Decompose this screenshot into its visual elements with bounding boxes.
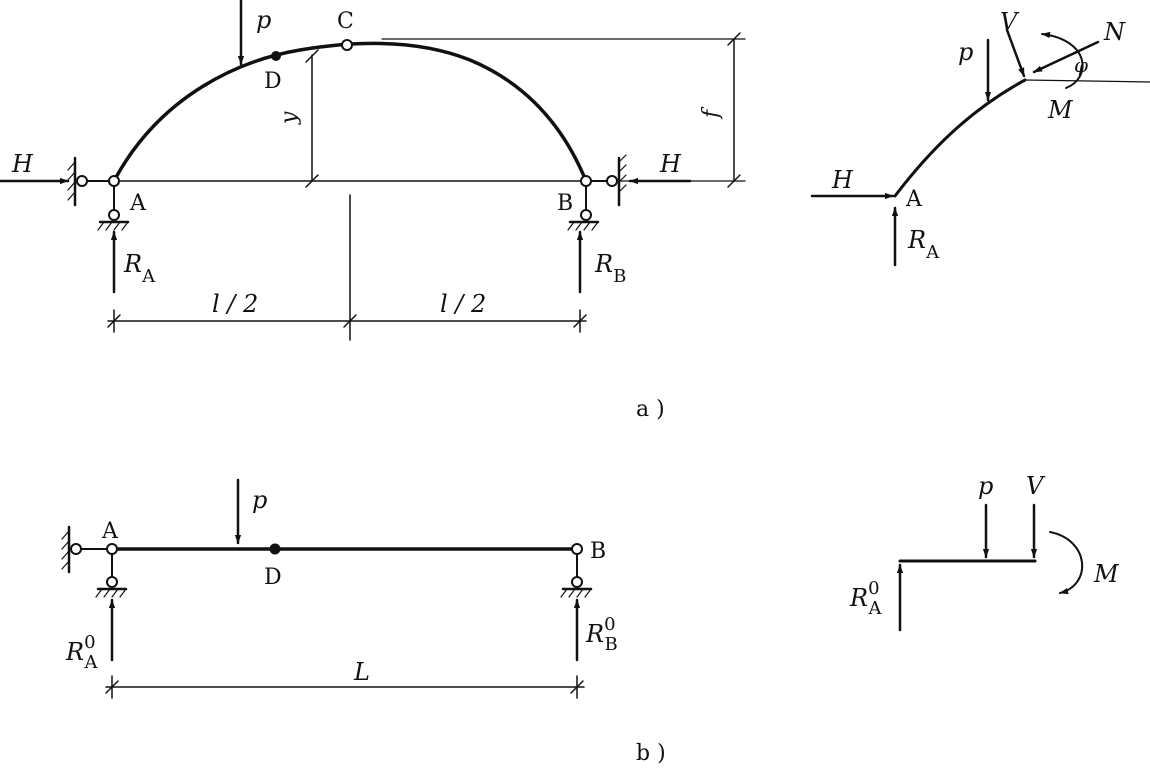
support-a-beam xyxy=(61,525,128,598)
label-rb: RB xyxy=(594,250,626,287)
f-tick-top xyxy=(727,32,741,46)
fbd-b-label-m: M xyxy=(1093,560,1120,588)
fbd-b-moment-arc xyxy=(1049,531,1084,595)
label-h-right: H xyxy=(659,150,682,178)
l-tick-left xyxy=(105,680,119,694)
fbd-label-h: H xyxy=(831,166,854,194)
fbd-n-arrow xyxy=(1032,40,1100,74)
fbd-label-n: N xyxy=(1103,18,1126,46)
arch-curve xyxy=(112,41,588,183)
point-d xyxy=(271,51,281,61)
label-h-left: H xyxy=(11,150,34,178)
beam-label-p: p xyxy=(252,486,267,514)
fbd-label-m: M xyxy=(1047,96,1074,124)
fbd-v-arrow xyxy=(1005,28,1026,78)
span-tick-mid xyxy=(343,314,357,328)
arch-free-body: p V N φ M H A RA xyxy=(810,8,1150,267)
label-c: C xyxy=(337,9,354,34)
beam-label-d: D xyxy=(264,565,282,590)
fbd-label-a: A xyxy=(905,187,923,212)
support-b-beam xyxy=(560,543,593,598)
label-ra: RA xyxy=(123,250,156,287)
fbd-moment-arc xyxy=(1041,31,1084,89)
reference-line xyxy=(1024,79,1150,83)
f-tick-bottom xyxy=(727,174,741,188)
label-y: y xyxy=(277,111,302,125)
caption-b: b ) xyxy=(636,741,666,766)
fbd-label-v: V xyxy=(1000,8,1020,36)
span-tick-right xyxy=(573,314,587,328)
beam-label-l: L xyxy=(353,658,370,686)
y-tick-bottom xyxy=(305,174,319,188)
label-a: A xyxy=(129,191,147,216)
support-a xyxy=(67,156,130,231)
arch-segment xyxy=(893,78,1027,198)
label-b: B xyxy=(557,191,573,216)
label-d: D xyxy=(264,69,282,94)
label-f: f xyxy=(699,106,724,120)
y-tick-top xyxy=(305,49,319,63)
label-p: p xyxy=(256,6,271,34)
support-b xyxy=(567,154,627,231)
fbd-label-phi: φ xyxy=(1074,53,1088,77)
label-half-right: l / 2 xyxy=(440,290,486,318)
span-tick-left xyxy=(107,314,121,328)
beam-label-a: A xyxy=(101,519,119,544)
l-tick-right xyxy=(570,680,584,694)
arch-diagram: p C D y f H H A B RA RB l / 2 l / 2 xyxy=(0,0,746,341)
fbd-label-p: p xyxy=(958,38,973,66)
fbd-b-label-p: p xyxy=(978,472,993,500)
hinge-c xyxy=(341,39,353,51)
caption-a: a ) xyxy=(636,397,665,422)
label-half-left: l / 2 xyxy=(212,290,258,318)
beam-label-b: B xyxy=(590,539,606,564)
fbd-b-label-v: V xyxy=(1026,472,1046,500)
fbd-label-ra: RA xyxy=(907,226,940,263)
point-d-beam xyxy=(269,543,281,555)
